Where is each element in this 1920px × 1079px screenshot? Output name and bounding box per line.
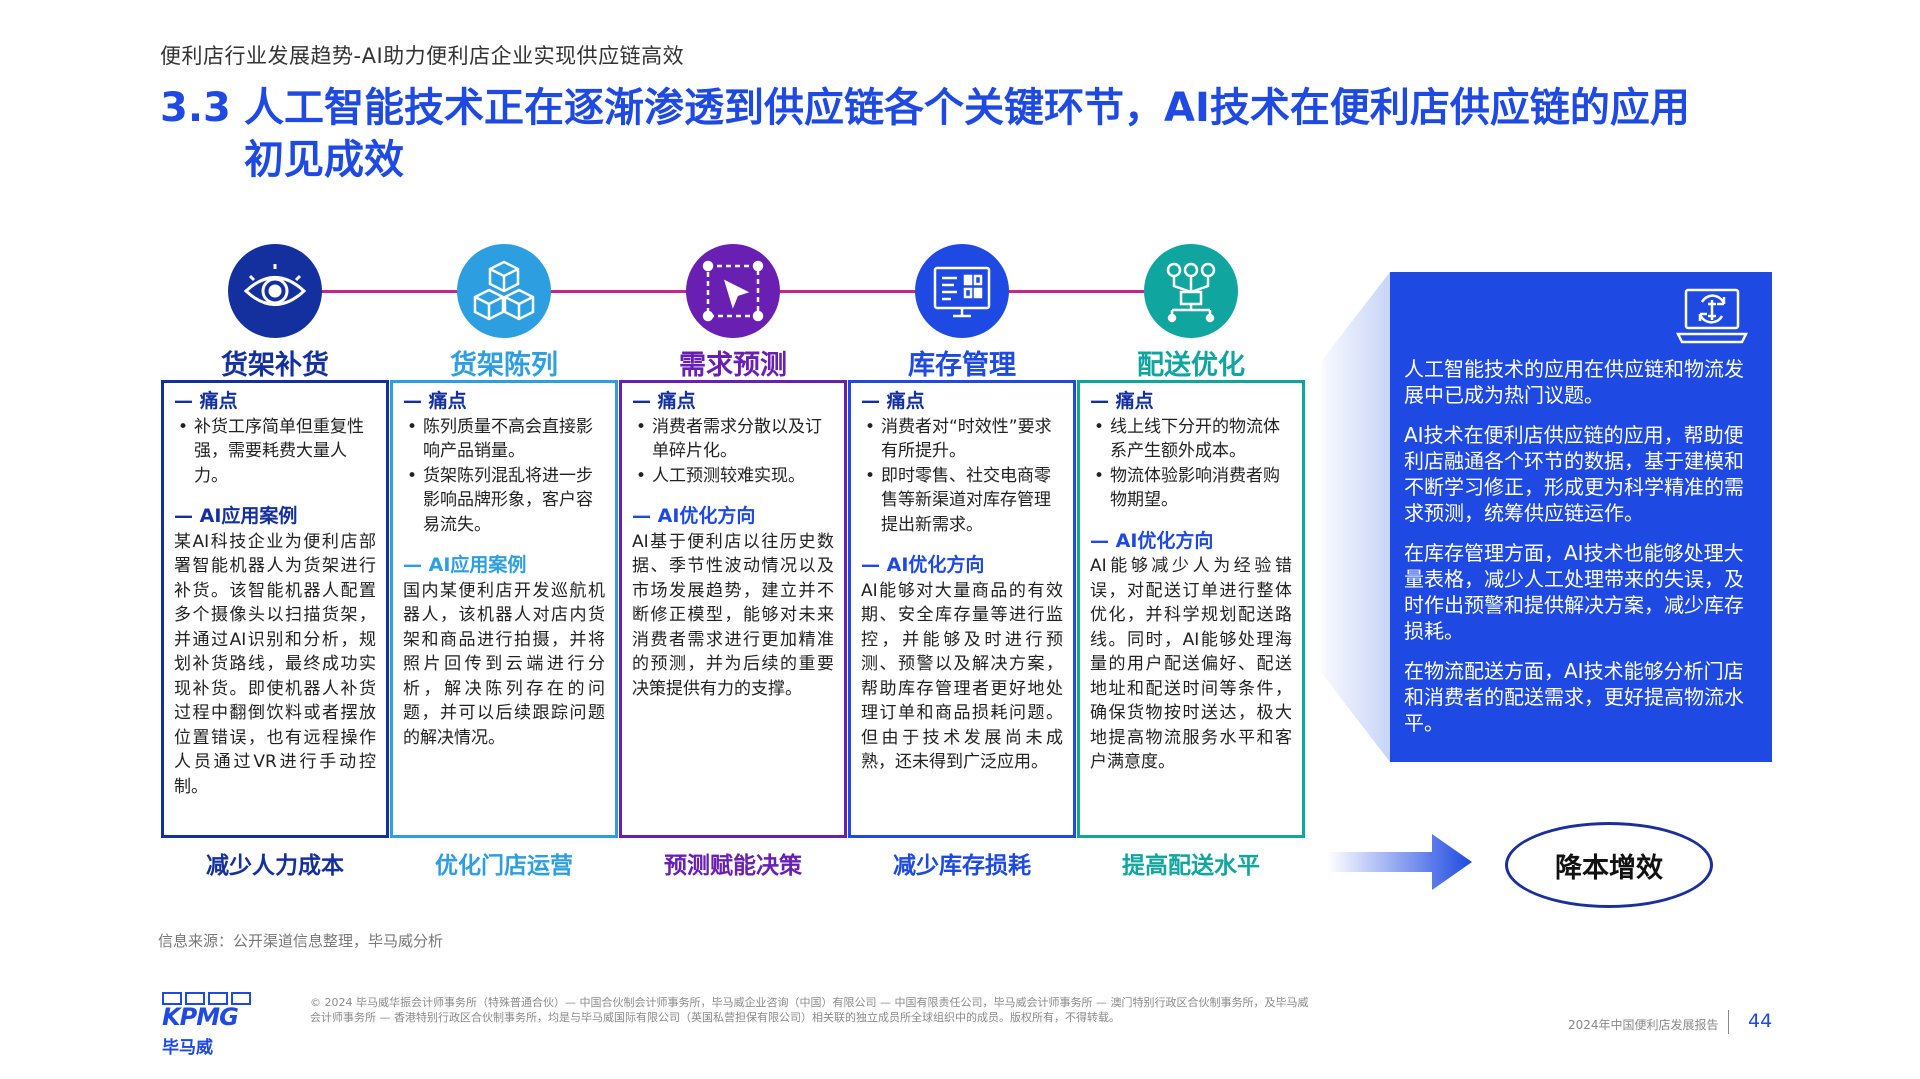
summary-callout: 人工智能技术的应用在供应链和物流发展中已成为热门议题。 AI技术在便利店供应链的…: [1390, 272, 1772, 762]
card-shelf-display: — 痛点 陈列质量不高会直接影响产品销量。 货架陈列混乱将进一步影响品牌形象，客…: [390, 380, 618, 838]
pain-point-title: — 痛点: [174, 390, 238, 412]
optimization-title: — AI优化方向: [1090, 529, 1214, 552]
pain-point-title: — 痛点: [861, 390, 925, 412]
laptop-exchange-icon: [1675, 288, 1749, 344]
pain-point-item: 人工预测较难实现。: [632, 464, 834, 489]
inventory-screen-icon: [915, 244, 1009, 338]
pain-point-item: 消费者需求分散以及订单碎片化。: [632, 415, 834, 464]
callout-paragraph: 在库存管理方面，AI技术也能够处理大量表格，减少人工处理带来的失误，及时作出预警…: [1404, 541, 1744, 643]
callout-paragraph: AI技术在便利店供应链的应用，帮助便利店融通各个环节的数据，基于建模和不断学习修…: [1404, 423, 1744, 525]
column-heading-shelf-display: 货架陈列: [450, 350, 558, 381]
forecast-cursor-icon: [686, 244, 780, 338]
result-cost-reduction: 降本增效: [1505, 822, 1713, 908]
benefit-optimize-store: 优化门店运营: [435, 853, 573, 879]
pain-point-item: 补货工序简单但重复性强，需要耗费大量人力。: [174, 415, 376, 489]
delivery-network-icon: [1144, 244, 1238, 338]
benefit-forecast-decision: 预测赋能决策: [664, 853, 802, 879]
footer-divider: [1728, 1010, 1729, 1034]
title-line-1: 人工智能技术正在逐渐渗透到供应链各个关键环节，AI技术在便利店供应链的应用: [244, 85, 1690, 131]
pain-point-title: — 痛点: [1090, 390, 1154, 412]
logo-chinese-name: 毕马威: [162, 1038, 213, 1058]
optimization-title: — AI优化方向: [861, 554, 985, 576]
page-title: 3.3 人工智能技术正在逐渐渗透到供应链各个关键环节，AI技术在便利店供应链的应用…: [160, 82, 1800, 186]
case-text: 国内某便利店开发巡航机器人，该机器人对店内货架和商品进行拍摄，并将照片回传到云端…: [403, 580, 605, 748]
pain-point-item: 物流体验影响消费者购物期望。: [1090, 464, 1292, 513]
optimization-text: AI能够对大量商品的有效期、安全库存量等进行监控，并能够及时进行预测、预警以及解…: [861, 580, 1063, 773]
card-delivery: — 痛点 线上线下分开的物流体系产生额外成本。 物流体验影响消费者购物期望。 —…: [1077, 380, 1305, 838]
pain-point-item: 陈列质量不高会直接影响产品销量。: [403, 415, 605, 464]
optimization-text: AI基于便利店以往历史数据、季节性波动情况以及市场发展趋势，建立并不断修正模型，…: [632, 531, 834, 699]
card-demand-forecast: — 痛点 消费者需求分散以及订单碎片化。 人工预测较难实现。 — AI优化方向 …: [619, 380, 847, 838]
kpmg-logo: KPMG 毕马威: [162, 992, 251, 1058]
report-name: 2024年中国便利店发展报告: [1568, 1018, 1719, 1032]
callout-paragraph: 在物流配送方面，AI技术能够分析门店和消费者的配送需求，更好提高物流水平。: [1404, 659, 1744, 735]
callout-paragraph: 人工智能技术的应用在供应链和物流发展中已成为热门议题。: [1404, 357, 1744, 407]
optimization-text: AI能够减少人为经验错误，对配送订单进行整体优化，并科学规划配送路线。同时，AI…: [1090, 556, 1292, 772]
page-number: 44: [1748, 1010, 1773, 1032]
card-inventory: — 痛点 消费者对“时效性”要求有所提升。 即时零售、社交电商零售等新渠道对库存…: [848, 380, 1076, 838]
pain-point-item: 即时零售、社交电商零售等新渠道对库存管理提出新需求。: [861, 464, 1063, 538]
benefit-reduce-labor: 减少人力成本: [206, 853, 344, 879]
benefit-improve-delivery: 提高配送水平: [1122, 853, 1260, 879]
column-heading-demand-forecast: 需求预测: [679, 350, 787, 381]
logo-boxes: [162, 992, 251, 1005]
pain-point-title: — 痛点: [403, 390, 467, 412]
optimization-title: — AI优化方向: [632, 505, 756, 527]
column-heading-shelf-restock: 货架补货: [221, 350, 329, 381]
title-number: 3.3: [160, 85, 231, 131]
card-shelf-restock: — 痛点 补货工序简单但重复性强，需要耗费大量人力。 — AI应用案例 某AI科…: [161, 380, 389, 838]
benefit-reduce-inventory-loss: 减少库存损耗: [893, 853, 1031, 879]
logo-text: KPMG: [162, 1003, 239, 1031]
pain-point-item: 线上线下分开的物流体系产生额外成本。: [1090, 415, 1292, 464]
breadcrumb: 便利店行业发展趋势-AI助力便利店企业实现供应链高效: [160, 44, 685, 68]
copyright-notice: © 2024 毕马威华振会计师事务所（特殊普通合伙）— 中国合伙制会计师事务所，…: [310, 996, 1309, 1024]
case-text: 某AI科技企业为便利店部署智能机器人为货架进行补货。该智能机器人配置多个摄像头以…: [174, 531, 376, 797]
callout-pointer: [1322, 272, 1390, 762]
pain-point-title: — 痛点: [632, 390, 696, 412]
case-title: — AI应用案例: [403, 554, 527, 576]
gradient-arrow-icon: [1328, 834, 1472, 890]
case-title: — AI应用案例: [174, 505, 298, 527]
cubes-icon: [457, 244, 551, 338]
eye-icon: [228, 244, 322, 338]
column-heading-delivery: 配送优化: [1137, 350, 1245, 381]
pain-point-item: 消费者对“时效性”要求有所提升。: [861, 415, 1063, 464]
source-note: 信息来源：公开渠道信息整理，毕马威分析: [158, 932, 444, 950]
column-heading-inventory: 库存管理: [908, 350, 1016, 381]
pain-point-item: 货架陈列混乱将进一步影响品牌形象，客户容易流失。: [403, 464, 605, 538]
title-line-2: 初见成效: [244, 137, 404, 183]
